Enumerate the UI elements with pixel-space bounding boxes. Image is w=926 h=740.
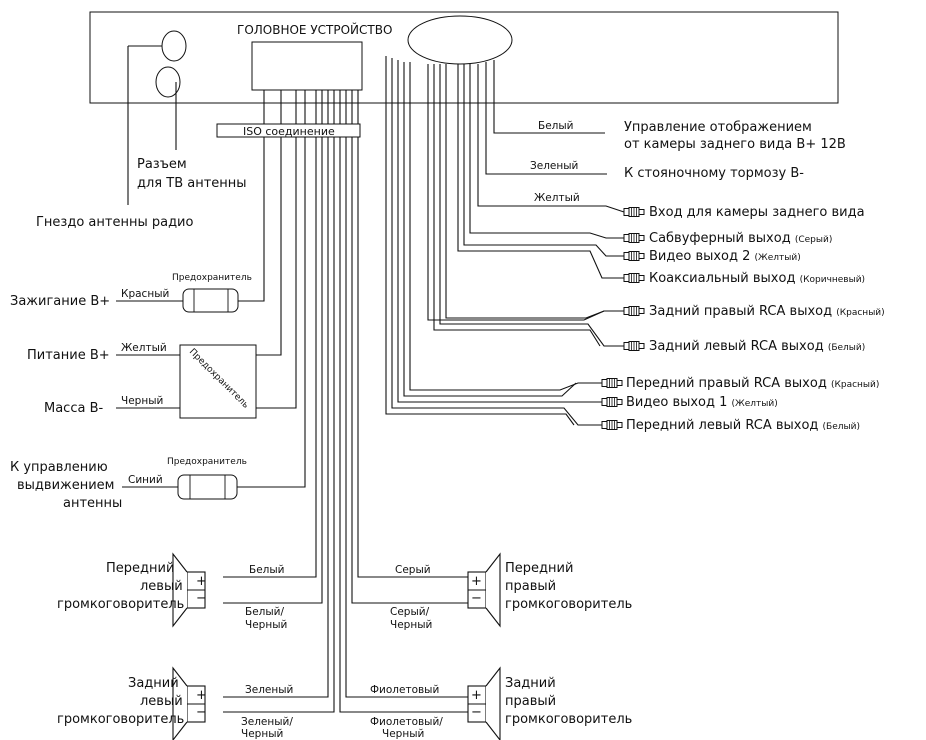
rca-front-right — [601, 378, 623, 388]
fr-minus: − — [471, 591, 482, 606]
front-right-rca-label: Передний правый RCA выход (Красный) — [626, 376, 879, 391]
antenna-ctrl-label-3: антенны — [63, 496, 122, 511]
rr-label-1: Задний — [505, 676, 556, 691]
rr-minus: − — [471, 705, 482, 720]
fuse-dual-box — [179, 344, 257, 419]
rear-right-speaker-icon — [467, 667, 501, 740]
wire-antenna-ctrl: Синий — [128, 474, 163, 486]
rl-plus: + — [196, 688, 207, 703]
sub-label: Сабвуферный выход (Серый) — [649, 231, 832, 246]
rca-rear-left — [623, 341, 645, 351]
fuse-ignition — [182, 288, 239, 313]
fr-pos-wire: Серый — [395, 564, 431, 576]
fl-neg-wire-1: Белый/ — [245, 606, 284, 618]
coax-label: Коаксиальный выход (Коричневый) — [649, 271, 865, 286]
fl-neg-wire-2: Черный — [245, 619, 287, 631]
front-left-rca-label: Передний левый RCA выход (Белый) — [626, 418, 860, 433]
rr-neg-wire-1: Фиолетовый/ — [370, 716, 443, 728]
supply-label: Питание B+ — [27, 348, 110, 363]
rca-sub — [623, 233, 645, 243]
rl-label-1: Задний — [128, 676, 179, 691]
iso-connector-label: ISO соединение — [243, 125, 335, 138]
av-wires — [385, 56, 625, 426]
fuse-label-ignition: Предохранитель — [172, 273, 252, 283]
connector-wires — [223, 90, 468, 713]
rl-label-2: левый — [140, 694, 183, 709]
cam-in-label: Вход для камеры заднего вида — [649, 205, 865, 220]
iso-connector-label-box — [216, 123, 361, 138]
rca-coax — [623, 273, 645, 283]
rca-video1 — [601, 397, 623, 407]
fr-label-2: правый — [505, 579, 556, 594]
rl-neg-wire-1: Зеленый/ — [241, 716, 293, 728]
front-right-speaker-icon — [467, 553, 501, 627]
rr-neg-wire-2: Черный — [382, 728, 424, 740]
radio-antenna-jack — [155, 66, 181, 98]
video2-label: Видео выход 2 (Желтый) — [649, 249, 801, 264]
video1-label: Видео выход 1 (Желтый) — [626, 395, 778, 410]
rear-left-rca-label: Задний левый RCA выход (Белый) — [649, 339, 865, 354]
fl-minus: − — [196, 591, 207, 606]
radio-antenna-label: Гнездо антенны радио — [36, 215, 194, 230]
fl-pos-wire: Белый — [249, 564, 285, 576]
rear-cam-ctrl-line2: от камеры заднего вида B+ 12В — [624, 137, 846, 152]
fr-label-3: громкоговоритель — [505, 597, 632, 612]
wire-ground: Черный — [121, 395, 163, 407]
fr-label-1: Передний — [505, 561, 573, 576]
fr-plus: + — [471, 574, 482, 589]
rear-cam-ctrl-line1: Управление отображением — [624, 120, 812, 135]
rca-front-left — [601, 420, 623, 430]
av-cable-bundle — [407, 15, 513, 65]
rl-minus: − — [196, 705, 207, 720]
wire-brake: Зеленый — [530, 160, 578, 172]
fr-neg-wire-1: Серый/ — [390, 606, 430, 618]
rca-cam-in — [623, 207, 645, 217]
rr-pos-wire: Фиолетовый — [370, 684, 439, 696]
rr-label-2: правый — [505, 694, 556, 709]
fl-label-2: левый — [140, 579, 183, 594]
head-unit-title: ГОЛОВНОЕ УСТРОЙСТВО — [237, 22, 392, 37]
fuse-antenna — [177, 474, 238, 500]
fr-neg-wire-2: Черный — [390, 619, 432, 631]
fl-label-1: Передний — [106, 561, 174, 576]
brake-label: К стояночному тормозу B- — [624, 166, 804, 181]
rl-neg-wire-2: Черный — [241, 728, 283, 740]
rca-rear-right — [623, 306, 645, 316]
wire-ignition: Красный — [121, 288, 169, 300]
fuse-label-antenna: Предохранитель — [167, 457, 247, 467]
fl-plus: + — [196, 574, 207, 589]
ground-label: Масса B- — [44, 401, 103, 416]
wire-cam-in: Желтый — [534, 192, 580, 204]
tv-antenna-label-2: для ТВ антенны — [137, 176, 247, 191]
wire-rear-cam-ctrl: Белый — [538, 120, 574, 132]
antenna-ctrl-label-1: К управлению — [10, 460, 108, 475]
ignition-label: Зажигание B+ — [10, 294, 110, 309]
rl-pos-wire: Зеленый — [245, 684, 293, 696]
head-unit-connector — [251, 41, 363, 91]
fl-label-3: громкоговоритель — [57, 597, 184, 612]
antenna-ctrl-label-2: выдвижением — [17, 478, 115, 493]
rr-plus: + — [471, 688, 482, 703]
tv-antenna-jack — [161, 30, 187, 62]
wire-supply: Желтый — [121, 342, 167, 354]
rca-video2 — [623, 251, 645, 261]
tv-antenna-label-1: Разъем — [137, 157, 187, 172]
rl-label-3: громкоговоритель — [57, 712, 184, 727]
rear-right-rca-label: Задний правый RCA выход (Красный) — [649, 304, 885, 319]
rr-label-3: громкоговоритель — [505, 712, 632, 727]
